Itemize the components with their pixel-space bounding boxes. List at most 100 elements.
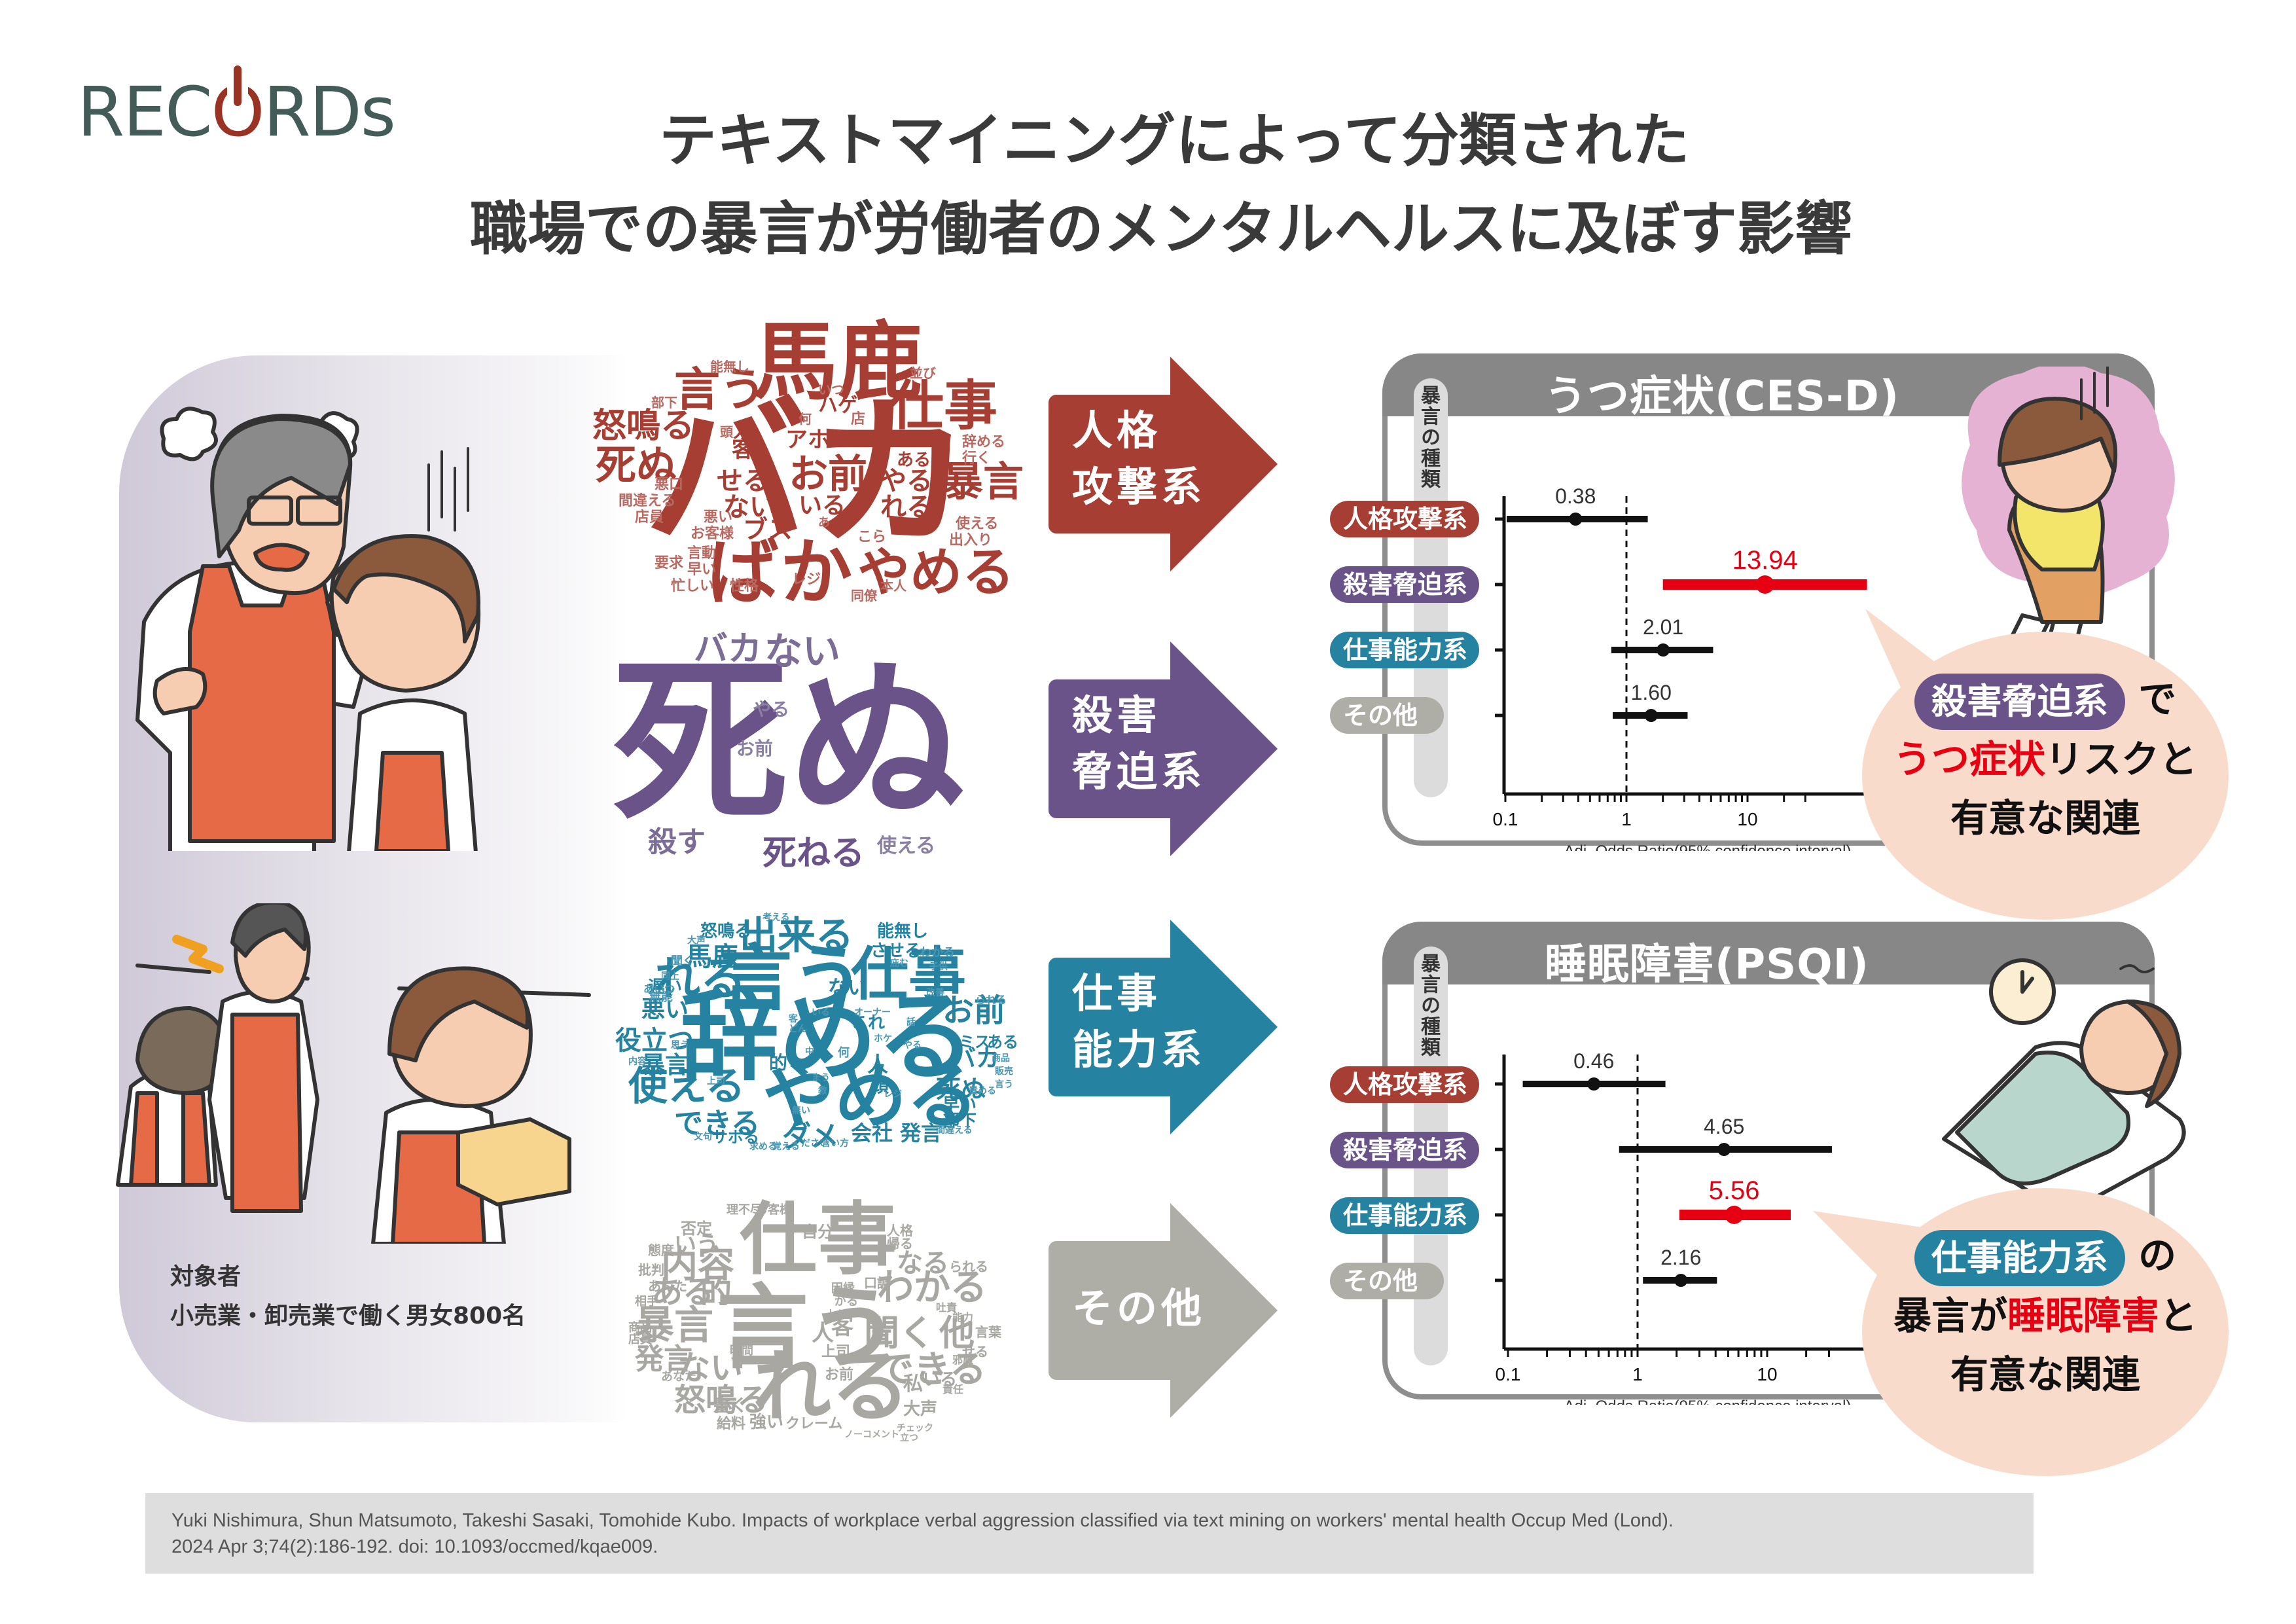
cloud-word: できる: [877, 1348, 986, 1391]
cloud-word: れる: [880, 492, 933, 522]
cloud-word: あいつ: [643, 983, 675, 995]
cloud-word: 使える: [628, 1064, 745, 1110]
cloud-word: 否定: [681, 1219, 712, 1238]
category-pill-personal-attack: 人格攻撃系: [1330, 1066, 1480, 1103]
cloud-word: 聞く: [864, 1312, 935, 1354]
angry-boss-illustration: [135, 406, 481, 851]
cloud-word: お前: [736, 738, 774, 759]
cloud-word: 大声: [687, 935, 706, 946]
cloud-word: わかる: [877, 1267, 987, 1309]
arrow-personal-attack: 人格攻撃系: [1049, 357, 1278, 571]
cloud-word: 責任: [942, 1383, 964, 1396]
cloud-word: まう: [812, 1073, 830, 1083]
cloud-word: 同僚: [851, 588, 877, 604]
bubble-line-3: 有意な関連: [1950, 1352, 2140, 1397]
cloud-word: レジ: [884, 1089, 902, 1100]
cloud-word: 暴言: [641, 1052, 689, 1079]
cloud-word: 理不尽: [726, 1203, 762, 1217]
cloud-word: あんた: [648, 1278, 687, 1294]
cloud-word: 改善: [926, 988, 944, 998]
cloud-word: 考える: [762, 912, 790, 923]
arrow-label: 仕事能力系: [1072, 969, 1206, 1074]
cloud-word: 上司: [821, 1344, 851, 1360]
cloud-word: 給料: [717, 1416, 746, 1432]
cloud-word: お前: [789, 452, 867, 497]
cloud-word: ない: [723, 492, 776, 522]
cloud-word: 部下: [651, 395, 677, 410]
cloud-word: 早い: [687, 562, 717, 578]
cloud-word: 死ぬ: [596, 441, 677, 489]
cloud-word: 相手: [635, 1295, 658, 1308]
cloud-word: 出来る: [740, 913, 854, 958]
cloud-word: お前: [942, 992, 1006, 1029]
citation-line-1: Yuki Nishimura, Shun Matsumoto, Takeshi …: [171, 1510, 1674, 1531]
cloud-word: 態度: [648, 1242, 674, 1258]
cloud-word: 覚える: [772, 1142, 800, 1152]
cloud-word: 遅い: [648, 977, 683, 997]
cloud-word: 他: [939, 1312, 975, 1354]
bubble-line-2: 暴言が睡眠障害と: [1893, 1293, 2198, 1338]
citation: Yuki Nishimura, Shun Matsumoto, Takeshi …: [145, 1493, 2034, 1574]
cloud-word: 人: [733, 420, 752, 442]
cloud-word: がる: [834, 1295, 858, 1308]
cloud-word: 使える: [956, 516, 999, 532]
cloud-word: 庇む: [890, 958, 908, 969]
subjects-value: 小売業・卸売業で働く男女800名: [170, 1303, 526, 1329]
svg-text:13.94: 13.94: [1732, 546, 1798, 575]
bubble-category-tag: 殺害脅迫系: [1914, 673, 2125, 730]
cloud-word: 能無し: [877, 922, 929, 941]
svg-text:0.1: 0.1: [1496, 1364, 1521, 1384]
cloud-word: アホ: [785, 427, 830, 453]
power-icon: O: [211, 65, 264, 152]
cloud-word: バカ: [694, 630, 762, 669]
cloud-word: 店: [851, 411, 866, 427]
cloud-word: 子供: [929, 962, 948, 972]
cloud-word: ある: [987, 1033, 1018, 1051]
cloud-word: られる: [949, 1259, 988, 1274]
cloud-word: 言う: [995, 1079, 1013, 1090]
cloud-word: 死ねる: [762, 834, 865, 873]
speech-bubble-cesd: 殺害脅迫系 で うつ症状リスクと 有意な関連: [1862, 632, 2229, 920]
cloud-word: 性格: [730, 578, 759, 594]
arrow-work-ability: 仕事能力系: [1049, 920, 1278, 1134]
svg-text:1.60: 1.60: [1631, 681, 1672, 704]
cloud-word: 辞める: [681, 981, 976, 1094]
svg-text:Adj. Odds Ratio(95% confidence: Adj. Odds Ratio(95% confidence interval): [1564, 842, 1852, 851]
cloud-word: サボる: [712, 1128, 759, 1146]
cloud-word: 言い方: [821, 1138, 849, 1149]
cloud-word: ある: [897, 450, 931, 470]
cloud-word: 言う: [674, 363, 766, 416]
cloud-word: 聞く: [671, 954, 694, 968]
category-axis-label: 暴言の種類: [1417, 953, 1440, 1058]
cloud-word: バカ: [645, 379, 972, 569]
cloud-word: れる: [753, 1342, 910, 1433]
cloud-word: 立つ: [900, 1433, 918, 1443]
cloud-word: 思う: [671, 1040, 689, 1051]
cloud-word: 行く: [962, 450, 992, 467]
page-title: テキストマイニングによって分類された 職場での暴言が労働者のメンタルヘルスに及ぼ…: [0, 105, 2296, 268]
cloud-word: 悪口: [655, 477, 684, 493]
cloud-word: 人格: [887, 1223, 913, 1238]
category-pill-other: その他: [1330, 697, 1444, 734]
cloud-word: 死ぬ: [936, 1075, 986, 1104]
cloud-word: お前: [825, 1367, 854, 1383]
cloud-word: 殺す: [648, 825, 706, 859]
cloud-word: ある: [651, 1274, 715, 1310]
svg-text:10: 10: [1737, 809, 1757, 829]
svg-text:0.38: 0.38: [1555, 484, 1596, 508]
cloud-word: レジ: [792, 571, 821, 588]
cloud-word: せる: [962, 1344, 988, 1360]
cloud-word: ばか: [707, 531, 853, 615]
cloud-word: 販売: [995, 1066, 1013, 1077]
svg-text:2.01: 2.01: [1643, 615, 1683, 639]
cloud-word: 邪魔: [952, 1354, 974, 1366]
cloud-word: 同上: [661, 971, 679, 982]
cloud-word: 的: [700, 1274, 732, 1310]
logo-text-prefix: REC: [77, 72, 213, 152]
cloud-word: 店員: [635, 509, 664, 526]
records-logo: RECORDs: [77, 65, 396, 152]
cloud-word: ない: [764, 629, 841, 674]
cloud-word: ハゲ: [818, 394, 857, 417]
cloud-word: いつ: [818, 382, 844, 397]
svg-text:5.56: 5.56: [1709, 1176, 1760, 1205]
